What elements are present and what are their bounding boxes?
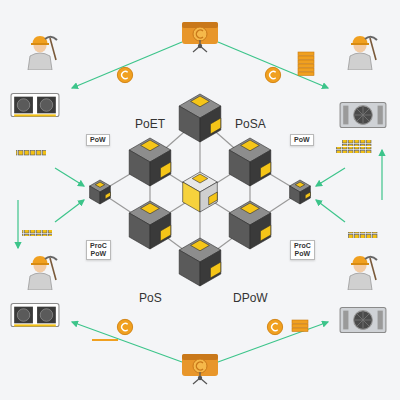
cube-right [250,213,271,249]
wallet-icon [182,22,218,52]
consensus-label: PoS [139,291,162,305]
drawing-part [298,56,314,60]
tag-box: ProC PoW [86,240,111,260]
miner-figure [348,36,377,70]
cube-accent [160,162,170,178]
cube-left [179,250,200,286]
coin-icon [267,319,282,334]
cube-accent [210,262,220,278]
cube-left [129,213,150,249]
cube-accent [305,192,310,199]
coin-icon [265,67,280,82]
cube-cluster [90,94,311,286]
cube-right [200,106,221,142]
cube-accent [191,240,210,251]
tag-box: PoW [86,134,110,146]
drawing-part [218,42,328,88]
cube-accent [160,225,170,241]
cube-right [250,150,271,186]
cube-accent [210,118,220,134]
cube-accent [141,203,160,214]
cube-accent [260,162,270,178]
miner-figure [28,36,57,70]
cube-left [179,106,200,142]
tag-text: ProC PoW [90,242,107,258]
drawing-part [72,42,182,88]
asic-miner [340,103,386,128]
drawing-part [316,168,345,186]
drawing-part [22,230,52,236]
drawing-part [298,68,314,72]
cube-accent [209,192,218,205]
block-rows [16,140,378,238]
drawing-part [292,328,308,332]
cube-left [129,150,150,186]
consensus-label: DPoW [233,291,268,305]
consensus-label: PoSA [235,117,266,131]
cube-left [290,186,300,204]
tag-text: PoW [90,136,106,144]
cube-accent [241,203,260,214]
cube-accent [105,192,110,199]
drawing-part [298,64,314,68]
drawing-part [298,52,314,56]
cube-left [229,150,250,186]
cube-accent [260,225,270,241]
miner-figure [348,256,377,290]
drawing-part [16,150,46,156]
cube-right [300,186,310,204]
drawing-part [336,147,372,153]
tag-box: PoW [290,134,314,146]
arrows [18,42,382,362]
drawing-part [342,140,372,146]
cube-accent [95,182,104,187]
cube-right [150,150,171,186]
gpu-rig [11,94,59,117]
cube-accent [192,174,208,183]
cube-accent [141,140,160,151]
drawing-part [55,168,84,186]
drawing-part [292,324,308,328]
drawing-part [316,200,345,222]
tag-text: PoW [294,136,310,144]
cube-right [200,250,221,286]
coin-stack [292,52,314,332]
drawing-part [17,200,18,248]
coin-icon [117,67,132,82]
cube-right [100,186,110,204]
drawing-part [292,320,308,324]
cube-left [229,213,250,249]
drawing-part [348,232,378,238]
tag-text: ProC PoW [294,242,311,258]
cube-accent [241,140,260,151]
coin-icon [117,319,132,334]
drawing-part [381,150,382,200]
asic-miner [340,308,386,333]
consensus-label: PoET [135,117,165,131]
cube-accent [295,182,304,187]
wallet-icon [182,354,218,384]
cube-right [150,213,171,249]
cube-accent [191,96,210,107]
drawing-part [298,60,314,64]
drawing-part [298,72,314,76]
cube-right [200,182,217,212]
coin-line [92,339,118,341]
cube-left [183,182,200,212]
cube-left [90,186,100,204]
tag-box: ProC PoW [290,240,315,260]
gpu-rig [11,304,59,327]
drawing-part [55,200,84,222]
miner-figure [28,256,57,290]
